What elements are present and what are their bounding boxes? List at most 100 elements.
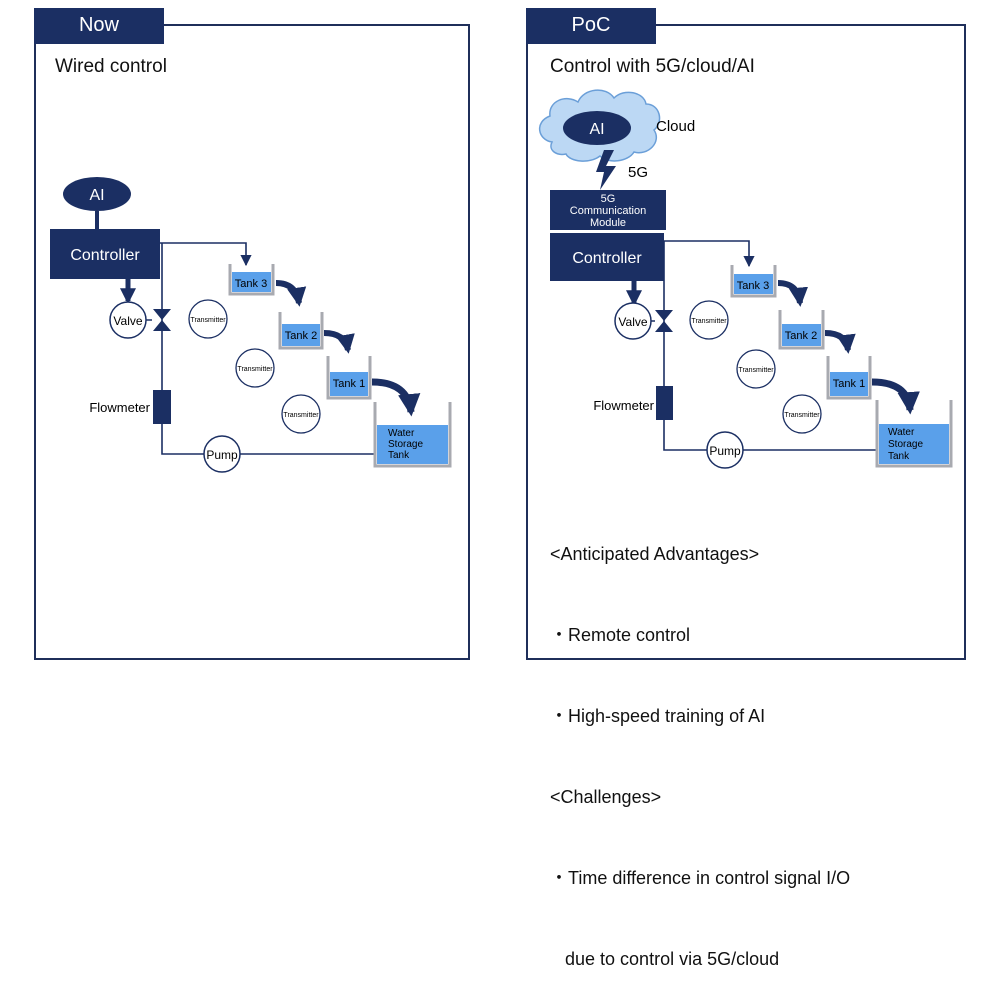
transmitter-2: Transmitter [235, 348, 275, 388]
advantage-item: ・Remote control [550, 625, 691, 645]
flow-arrow-1-storage [371, 378, 421, 417]
advantage-item: ・High-speed training of AI [550, 706, 766, 726]
now-subtitle: Wired control [55, 56, 167, 77]
flowmeter-label: Flowmeter [593, 398, 654, 413]
module-line2: Communication [570, 205, 646, 217]
ai-label: AI [589, 121, 604, 138]
water-storage-tank: Water Storage Tank [875, 400, 953, 468]
ai-node [563, 111, 631, 145]
pump-node [706, 431, 744, 469]
transmitter-circle [188, 299, 228, 339]
tank-1: Tank 1 [326, 356, 372, 400]
flow-arrow-3-2 [275, 280, 307, 307]
tank-wall [778, 310, 825, 350]
transmitter-3: Transmitter [188, 299, 228, 339]
tank-wall [278, 312, 324, 350]
transmitter-label: Transmitter [738, 367, 774, 374]
tank-label: Tank 2 [785, 330, 817, 342]
tank-water [282, 324, 320, 346]
flow-arrow-2-1 [824, 330, 856, 354]
tank-wall [730, 265, 777, 298]
water-storage-tank: Water Storage Tank [373, 402, 452, 468]
transmitter-label: Transmitter [784, 412, 820, 419]
tank-3: Tank 3 [228, 264, 275, 296]
pump-node [203, 435, 241, 473]
tank-wall [826, 356, 872, 400]
tank-3: Tank 3 [730, 265, 777, 298]
transmitter-1: Transmitter [782, 394, 822, 434]
transmitter-circle [689, 300, 729, 340]
now-tab: Now [34, 8, 164, 44]
storage-label-line1: Water [388, 428, 415, 439]
tank-water [377, 425, 448, 464]
transmitter-circle [782, 394, 822, 434]
flow-arrow-2-1 [323, 330, 355, 354]
link-label: 5G [628, 164, 648, 181]
lightning-icon [596, 150, 616, 190]
signal-line [160, 242, 252, 267]
tank-2: Tank 2 [278, 312, 324, 350]
storage-label-line2: Storage [388, 439, 423, 450]
tank-label: Tank 3 [737, 280, 769, 292]
controller-label: Controller [70, 247, 140, 264]
transmitter-circle [235, 348, 275, 388]
module-line1: 5G [601, 193, 616, 205]
transmitter-label: Transmitter [237, 366, 273, 373]
challenges-heading: <Challenges> [550, 787, 662, 807]
flowmeter-box [153, 390, 171, 424]
valve-symbol [153, 309, 171, 331]
tank-water [232, 272, 271, 292]
comm-module-box [550, 190, 666, 230]
process-diagrams: AI Controller Valve Flowmeter Pump Tank … [50, 89, 953, 473]
flow-arrow-1-storage [871, 378, 920, 415]
transmitter-label: Transmitter [691, 318, 727, 325]
controller-box [550, 233, 664, 281]
tank-2: Tank 2 [778, 310, 825, 350]
pump-label: Pump [206, 448, 238, 462]
transmitter-1: Transmitter [281, 394, 321, 434]
storage-label-line3: Tank [388, 450, 410, 461]
now-panel [34, 24, 470, 660]
tank-water [830, 372, 868, 396]
tank-wall [373, 402, 452, 468]
tank-wall [326, 356, 372, 400]
valve-symbol [655, 310, 673, 332]
tank-1: Tank 1 [826, 356, 872, 400]
tank-water [782, 324, 821, 346]
flowmeter-box [656, 386, 673, 420]
controller-label: Controller [572, 250, 642, 267]
poc-tab: PoC [526, 8, 656, 44]
challenge-item: ・Time difference in control signal I/O [550, 868, 851, 888]
transmitter-label: Transmitter [283, 412, 319, 419]
storage-label-line3: Tank [888, 451, 910, 462]
tank-label: Tank 1 [833, 378, 865, 390]
tank-label: Tank 3 [235, 278, 267, 290]
valve-label: Valve [113, 314, 142, 328]
transmitter-circle [281, 394, 321, 434]
tank-wall [875, 400, 953, 468]
tank-water [330, 372, 368, 396]
signal-line [664, 240, 755, 268]
storage-label-line1: Water [888, 427, 915, 438]
tank-label: Tank 1 [333, 378, 365, 390]
notes-block: <Anticipated Advantages> ・Remote control… [550, 487, 850, 1000]
advantages-heading: <Anticipated Advantages> [550, 544, 760, 564]
transmitter-2: Transmitter [736, 349, 776, 389]
transmitter-circle [736, 349, 776, 389]
pump-label: Pump [709, 444, 741, 458]
challenge-item-continued: due to control via 5G/cloud [550, 949, 780, 969]
storage-label-line2: Storage [888, 439, 923, 450]
transmitter-label: Transmitter [190, 317, 226, 324]
module-line3: Module [590, 217, 626, 229]
poc-diagram: AI Cloud 5G 5G Communication Module Cont… [539, 89, 953, 469]
controller-box [50, 229, 160, 279]
now-diagram: AI Controller Valve Flowmeter Pump Tank … [50, 177, 452, 473]
poc-subtitle: Control with 5G/cloud/AI [550, 56, 755, 77]
valve-label: Valve [618, 315, 647, 329]
tank-water [734, 274, 773, 294]
ai-label: AI [89, 187, 104, 204]
cloud-label: Cloud [656, 118, 695, 135]
tank-label: Tank 2 [285, 330, 317, 342]
flow-arrow-3-2 [777, 280, 809, 307]
flowmeter-label: Flowmeter [89, 400, 150, 415]
